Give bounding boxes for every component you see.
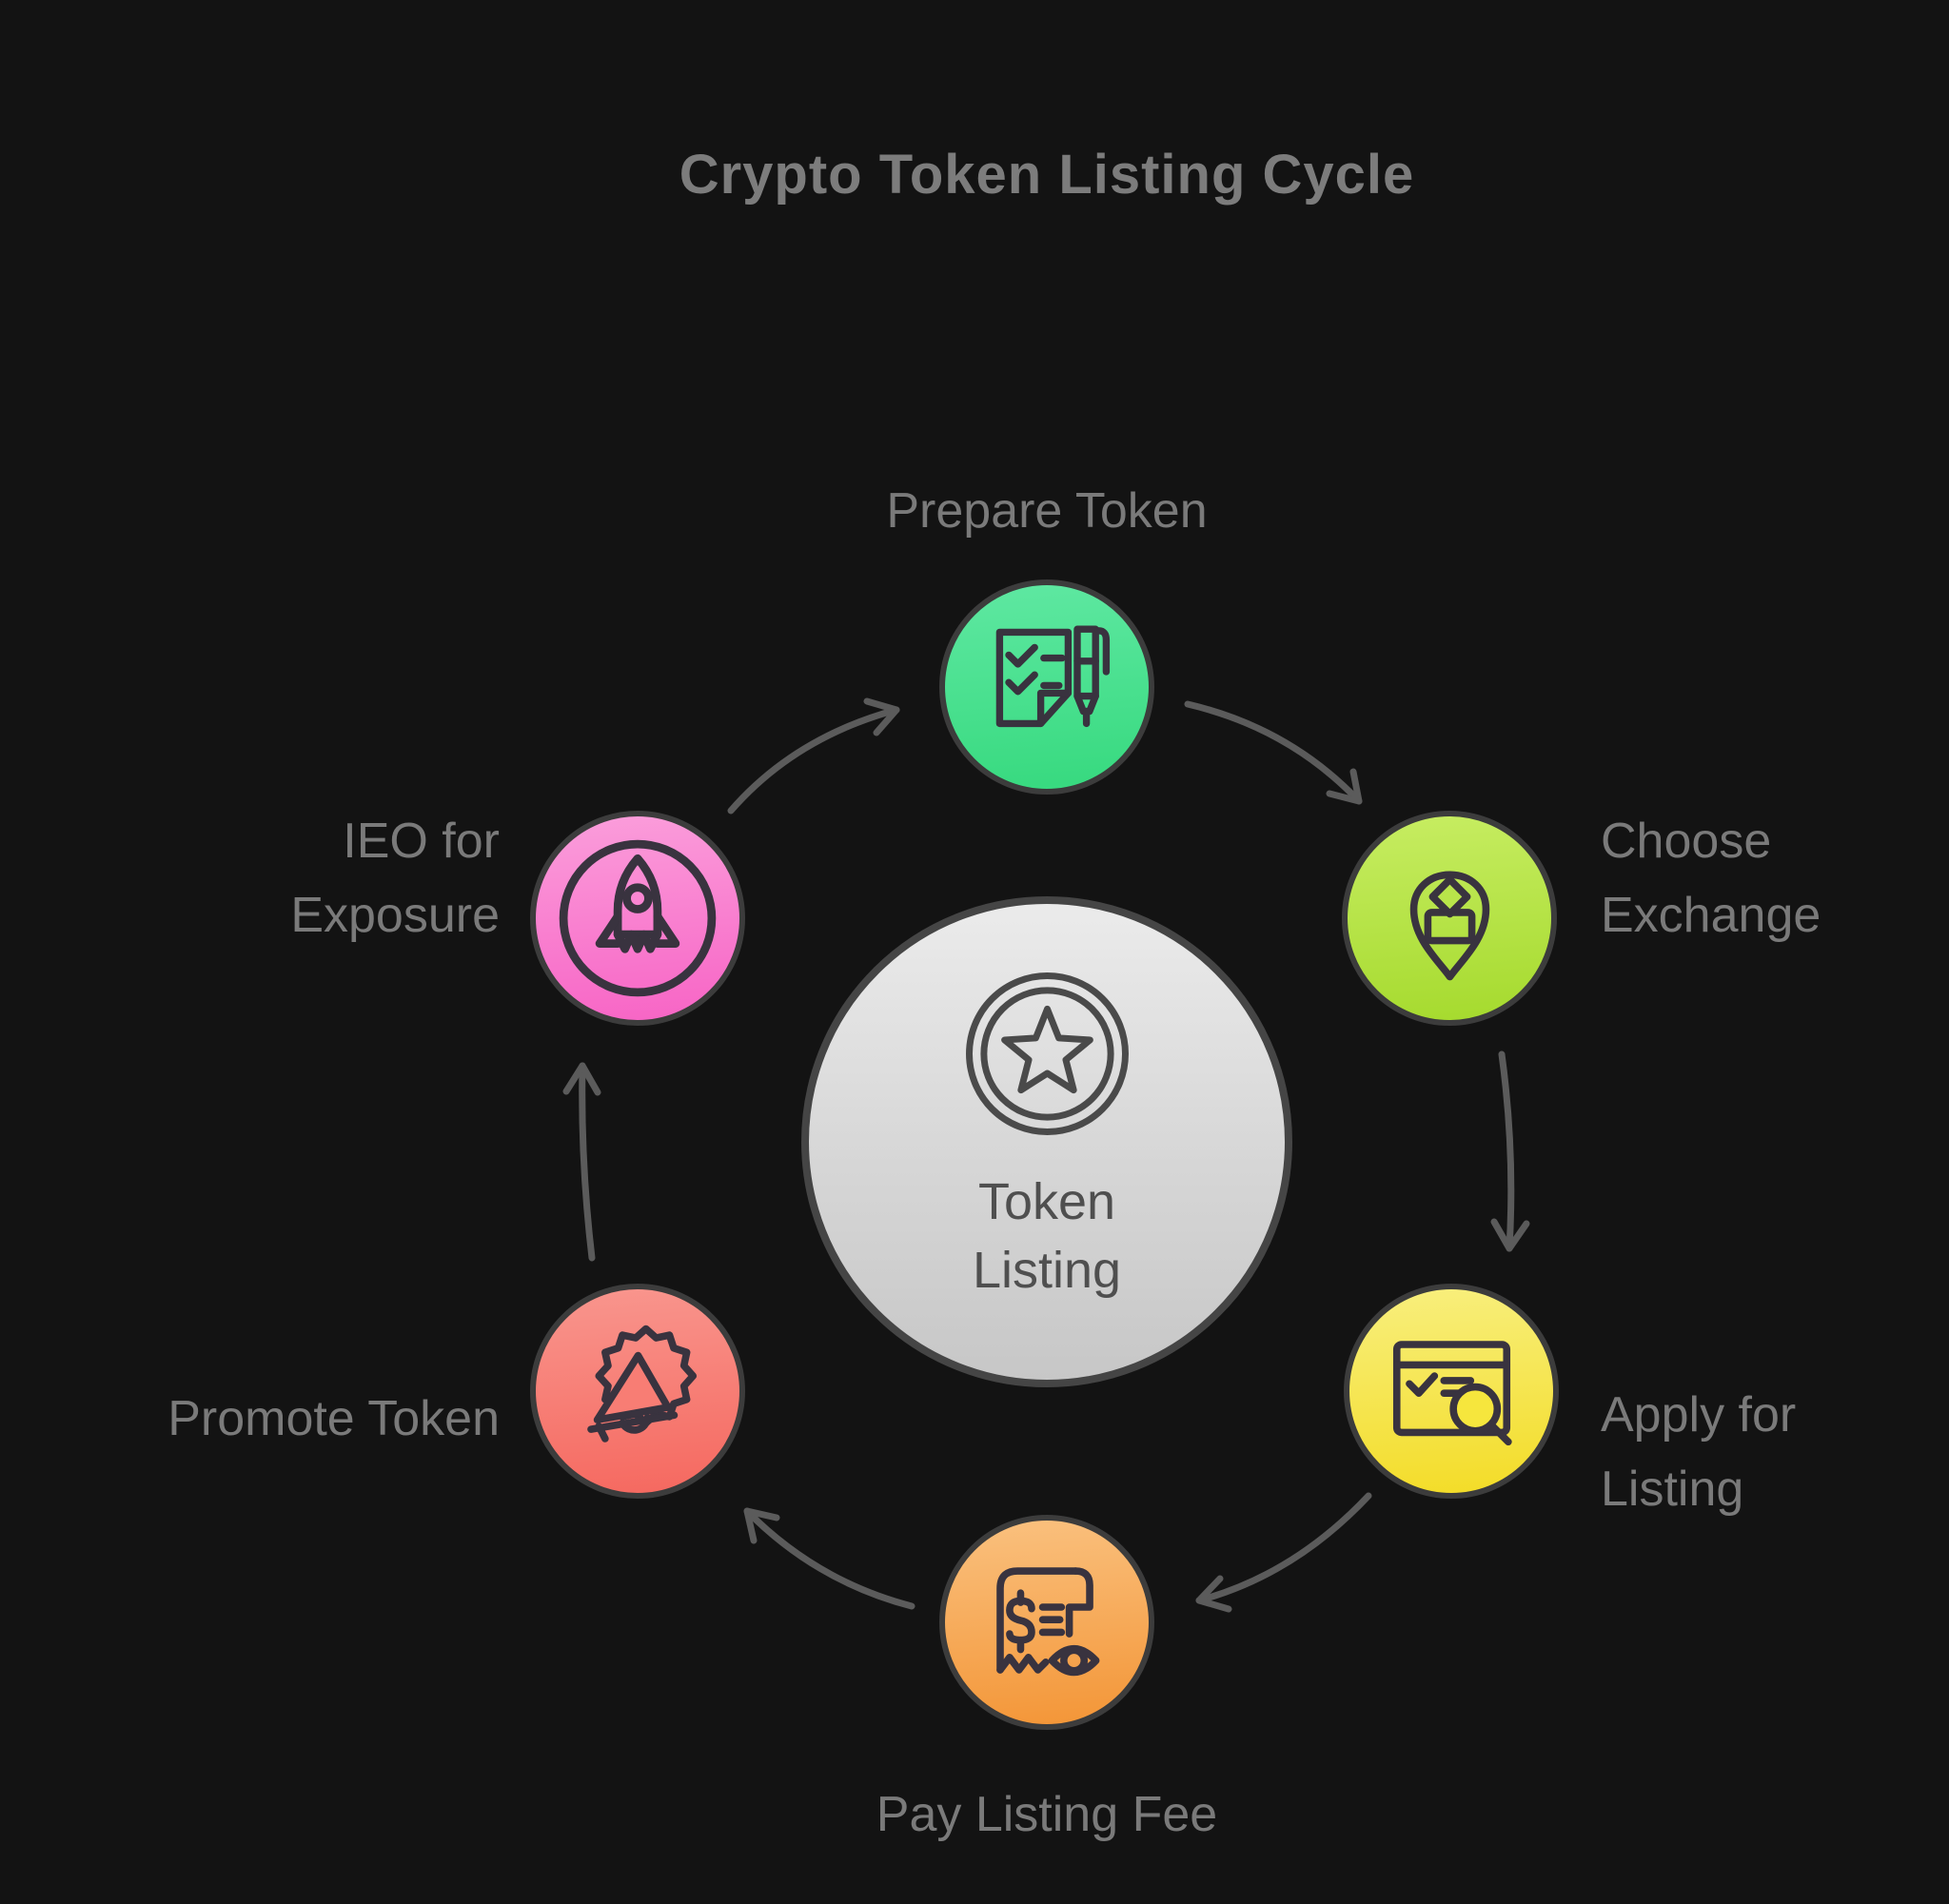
- receipt-eye-icon: [995, 1566, 1099, 1676]
- arrow-apply-to-pay: [1195, 1492, 1372, 1613]
- star-badge-icon: [965, 972, 1129, 1135]
- checklist-pen-icon: [995, 625, 1111, 728]
- node-promote-token: [530, 1284, 745, 1499]
- center-token-listing-badge: Token Listing: [801, 896, 1292, 1387]
- node-ieo-for-exposure: [530, 811, 745, 1026]
- label-choose-exchange: Choose Exchange: [1601, 814, 1821, 943]
- ballot-pin-icon: [1409, 871, 1489, 980]
- node-prepare-token: [939, 579, 1154, 795]
- arrow-choose-to-apply: [1490, 1050, 1530, 1252]
- label-apply-for-listing: Apply for Listing: [1601, 1387, 1797, 1517]
- label-ieo-for-exposure: IEO for Exposure: [290, 814, 500, 943]
- browser-search-icon: [1392, 1340, 1512, 1445]
- center-label: Token Listing: [972, 1173, 1122, 1299]
- label-pay-listing-fee: Pay Listing Fee: [876, 1787, 1218, 1842]
- megaphone-burst-icon: [586, 1325, 697, 1443]
- node-apply-for-listing: [1344, 1284, 1559, 1499]
- label-promote-token: Promote Token: [167, 1391, 500, 1446]
- node-choose-exchange: [1342, 811, 1557, 1026]
- label-prepare-token: Prepare Token: [886, 483, 1208, 539]
- arrow-ieo-to-prepare: [727, 697, 900, 815]
- arrow-promote-to-ieo: [562, 1062, 601, 1262]
- node-pay-listing-fee: [939, 1515, 1154, 1730]
- rocket-circle-icon: [559, 839, 717, 997]
- arrow-prepare-to-choose: [1184, 700, 1363, 805]
- diagram-title: Crypto Token Listing Cycle: [679, 144, 1415, 206]
- arrow-pay-to-promote: [743, 1507, 915, 1610]
